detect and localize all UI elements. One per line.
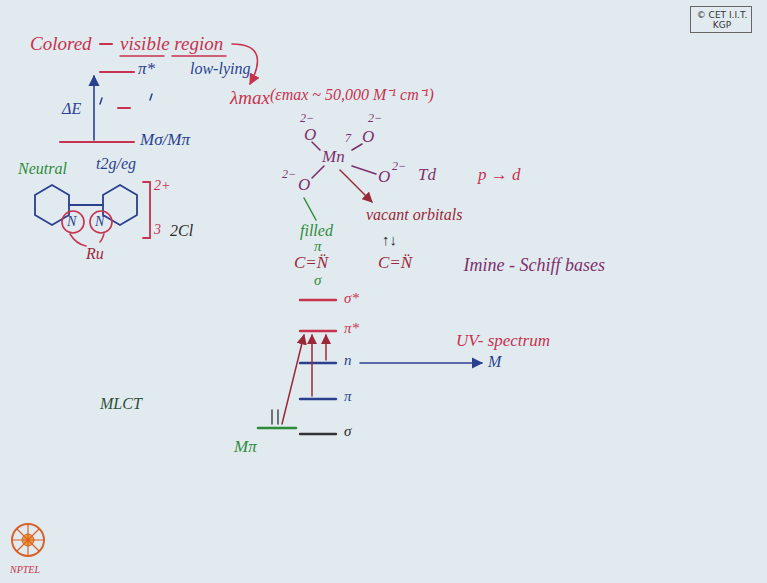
bond [352, 144, 362, 150]
bond [69, 204, 103, 206]
bracket [143, 182, 150, 238]
ring [35, 185, 69, 225]
spin: ↑↓ [382, 232, 397, 249]
gap-arrow [93, 76, 95, 140]
formula: C=N̈ [378, 254, 412, 273]
counter-ion: 2Cl [170, 222, 193, 240]
level-line [118, 107, 130, 109]
atom: Mn [322, 148, 345, 167]
level-label: σ [344, 423, 351, 440]
charge: 2+ [154, 178, 170, 193]
note: filled [300, 222, 333, 240]
bond-label: π [314, 238, 322, 255]
note: MLCT [100, 395, 142, 413]
symbol: M [488, 353, 501, 371]
count: 3 [154, 222, 161, 237]
ring [103, 185, 137, 225]
heading: visible region [120, 34, 223, 55]
level-line [100, 71, 134, 73]
note: Imine - Schiff bases [460, 256, 605, 276]
spin [277, 410, 278, 424]
arrow [282, 335, 304, 424]
level-label: Mσ/Mπ [140, 131, 190, 150]
bond [312, 166, 324, 178]
formula: C=N̈ [294, 254, 328, 273]
arrow [340, 170, 372, 202]
note: UV- spectrum [456, 332, 550, 351]
donor-circle [62, 211, 84, 233]
level-line [60, 141, 134, 143]
bond [70, 234, 86, 246]
donor-circle [90, 211, 112, 233]
atom: O [378, 168, 390, 187]
logo-text: NPTEL [10, 564, 40, 575]
level-line [258, 427, 296, 430]
underline [172, 55, 226, 57]
level-label: π* [344, 320, 359, 337]
note: low-lying [190, 60, 250, 78]
symmetry: Td [418, 166, 436, 185]
dash [100, 43, 112, 45]
level-line [300, 299, 336, 301]
level-line [300, 433, 336, 435]
level-line [300, 330, 336, 332]
box-text: © CET I.I.T. KGP [695, 10, 749, 31]
tick [100, 98, 102, 104]
atom: O [304, 126, 316, 145]
symbol: λmax [230, 88, 270, 109]
tick [150, 94, 152, 100]
spin [271, 410, 272, 424]
bond-label: σ [314, 272, 321, 289]
atom: O [362, 128, 374, 147]
charge: 2− [300, 112, 314, 125]
charge: 2− [392, 160, 406, 173]
arrow [325, 335, 327, 360]
bond [352, 166, 376, 174]
oxidation-state: 7 [345, 132, 351, 145]
note: p → d [478, 166, 521, 185]
underline [120, 55, 164, 57]
logo [12, 524, 44, 556]
level-label: π* [138, 60, 155, 79]
arrow [311, 335, 313, 396]
arrow [304, 198, 316, 220]
level-label: σ* [344, 290, 359, 307]
symbol: ΔE [62, 100, 81, 118]
note: Neutral [18, 160, 67, 178]
charge: 2− [282, 168, 296, 181]
note: (εmax ~ 50,000 M⁻¹ cm⁻¹) [270, 86, 434, 104]
level-label: t2g/eg [96, 155, 136, 173]
atom: Ru [86, 245, 104, 263]
charge: 2− [368, 112, 382, 125]
level-line [300, 362, 336, 364]
bond [100, 234, 104, 242]
level-label: π [344, 388, 352, 405]
copyright-box: © CET I.I.T. KGP [690, 6, 752, 33]
atom: N [67, 214, 76, 229]
level-line [300, 398, 336, 400]
logo [12, 524, 44, 556]
note: vacant orbitals [366, 206, 462, 224]
heading: Colored [30, 34, 92, 55]
level-label: n [344, 352, 352, 369]
arrow [360, 362, 482, 364]
level-label: Mπ [234, 438, 257, 457]
atom: N [95, 214, 104, 229]
atom: O [298, 176, 310, 195]
